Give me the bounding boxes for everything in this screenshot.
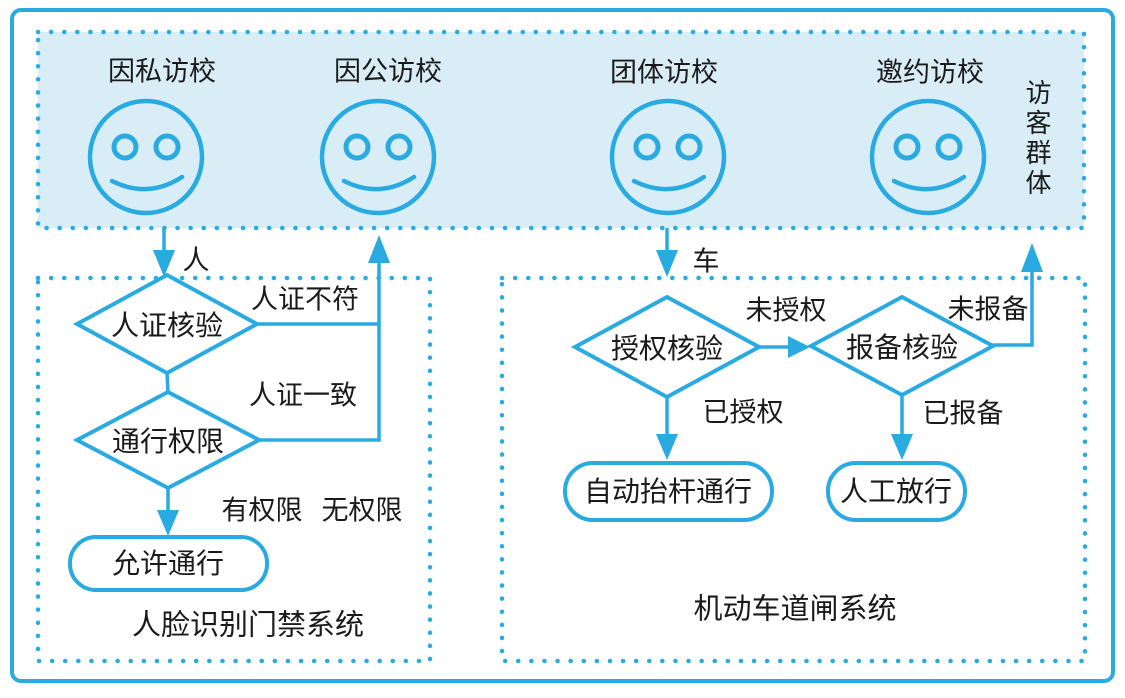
decision-report-check	[806, 294, 998, 398]
terminal-label-auto-barrier: 自动抬杆通行	[583, 476, 753, 507]
edge-label-has-permission: 有权限	[221, 495, 303, 526]
edge-label-unreported: 未报备	[947, 294, 1029, 325]
decision-id-check	[72, 272, 262, 376]
smiley-face-icon	[319, 98, 437, 216]
terminal-label-allow-pass: 允许通行	[111, 548, 225, 579]
decision-authorization-check	[570, 294, 764, 400]
entry-vehicle-label: 车	[692, 246, 720, 277]
entry-person-label: 人	[182, 245, 210, 276]
terminal-auto-barrier	[563, 461, 774, 522]
edge-label-id-mismatch: 人证不符	[251, 284, 359, 315]
unauthorized-right-arrow	[759, 336, 810, 358]
edge-label-no-permission: 无权限	[321, 495, 403, 526]
caption-vehicle-barrier-system: 机动车道闸系统	[693, 593, 897, 626]
visitor-type-label-private: 因私访校	[108, 56, 216, 87]
person-entry-arrow	[153, 228, 175, 277]
terminal-allow-pass	[68, 535, 269, 592]
smiley-face-icon	[869, 98, 987, 216]
visitor-band	[35, 29, 1087, 231]
smiley-face-icon	[609, 98, 727, 216]
decision-label-permission: 通行权限	[111, 426, 225, 457]
authorized-down-arrow	[656, 397, 678, 460]
reported-down-arrow	[891, 395, 913, 460]
decision-connector	[165, 372, 170, 393]
visitor-type-label-group: 团体访校	[610, 57, 718, 88]
caption-face-recognition-system: 人脸识别门禁系统	[131, 609, 365, 642]
visitor-band-side-label: 访客群体	[1022, 79, 1052, 199]
visitor-type-label-official: 因公访校	[334, 56, 442, 87]
vehicle-barrier-system-box	[499, 275, 1088, 664]
decision-label-report-check: 报备核验	[845, 332, 959, 363]
decision-label-id-check: 人证核验	[110, 310, 224, 341]
edge-label-authorized: 已授权	[702, 397, 784, 428]
visitor-type-label-invited: 邀约访校	[876, 57, 984, 88]
decision-label-authorization-check: 授权核验	[610, 333, 724, 364]
right-return-arrow	[993, 243, 1043, 347]
permission-down-arrow	[157, 488, 179, 536]
decision-permission	[72, 389, 264, 491]
terminal-manual-release	[826, 461, 967, 522]
smiley-face-icon	[87, 98, 205, 216]
edge-label-id-match: 人证一致	[249, 380, 357, 411]
vehicle-entry-arrow	[656, 228, 678, 277]
face-recognition-system-box	[35, 275, 433, 664]
edge-label-unauthorized: 未授权	[745, 295, 827, 326]
edge-label-reported: 已报备	[922, 398, 1004, 429]
terminal-label-manual-release: 人工放行	[839, 476, 953, 507]
left-return-arrow	[257, 235, 390, 442]
